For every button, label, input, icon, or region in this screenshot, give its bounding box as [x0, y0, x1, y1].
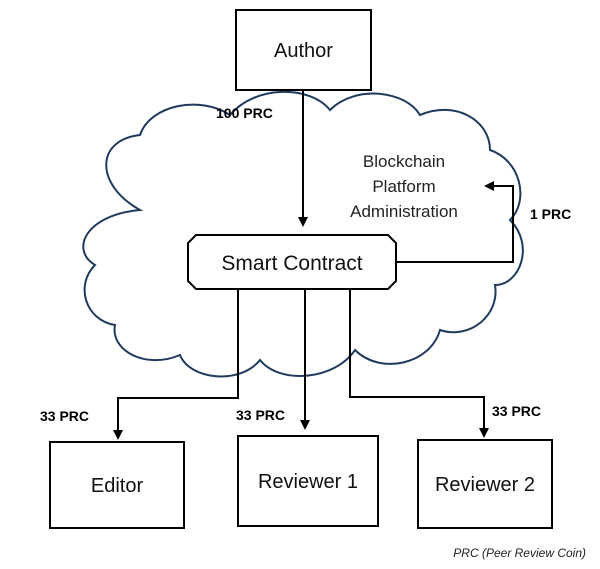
author-to-contract-amount: 100 PRC — [216, 105, 273, 121]
platform-label-line1: Blockchain — [363, 152, 445, 171]
contract-to-reviewer2-arrow — [349, 289, 489, 438]
author-label: Author — [274, 40, 333, 62]
reviewer1-label: Reviewer 1 — [258, 471, 358, 493]
contract-to-platform-arrow — [396, 181, 514, 263]
footnote: PRC (Peer Review Coin) — [453, 546, 586, 560]
contract-to-editor-amount: 33 PRC — [40, 408, 89, 424]
smart-contract-box — [187, 234, 397, 290]
reviewer2-label: Reviewer 2 — [435, 474, 535, 496]
contract-to-editor-arrow — [113, 289, 239, 440]
reviewer2-box — [417, 439, 553, 529]
author-box — [235, 9, 372, 91]
contract-to-reviewer2-amount: 33 PRC — [492, 403, 541, 419]
contract-to-platform-amount: 1 PRC — [530, 206, 571, 222]
reviewer1-box — [237, 435, 379, 527]
platform-label-line3: Administration — [350, 202, 458, 221]
contract-to-reviewer1-amount: 33 PRC — [236, 407, 285, 423]
platform-label-line2: Platform — [372, 177, 435, 196]
editor-label: Editor — [91, 475, 144, 497]
smart-contract-label: Smart Contract — [221, 252, 362, 275]
editor-box — [49, 441, 185, 529]
